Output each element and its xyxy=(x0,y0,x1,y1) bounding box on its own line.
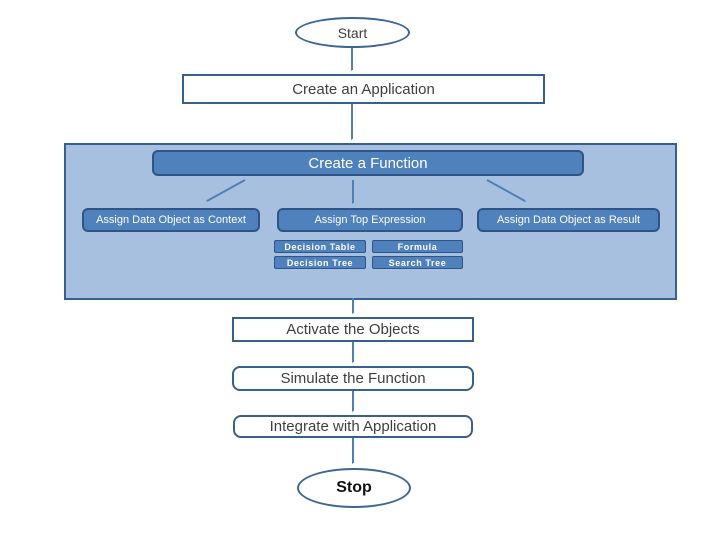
integrate-application-node: Integrate with Application xyxy=(233,415,473,438)
activate-objects-node: Activate the Objects xyxy=(232,317,474,342)
assign-context-node: Assign Data Object as Context xyxy=(82,208,260,232)
formula-node: Formula xyxy=(372,240,463,253)
create-function-node: Create a Function xyxy=(152,150,584,176)
assign-result-node: Assign Data Object as Result xyxy=(477,208,660,232)
search-tree-node: Search Tree xyxy=(372,256,463,269)
simulate-function-node: Simulate the Function xyxy=(232,366,474,391)
stop-node: Stop xyxy=(297,468,411,508)
create-application-node: Create an Application xyxy=(182,74,545,104)
decision-tree-node: Decision Tree xyxy=(274,256,366,269)
assign-top-expression-node: Assign Top Expression xyxy=(277,208,463,232)
decision-table-node: Decision Table xyxy=(274,240,366,253)
start-node: Start xyxy=(295,17,410,48)
